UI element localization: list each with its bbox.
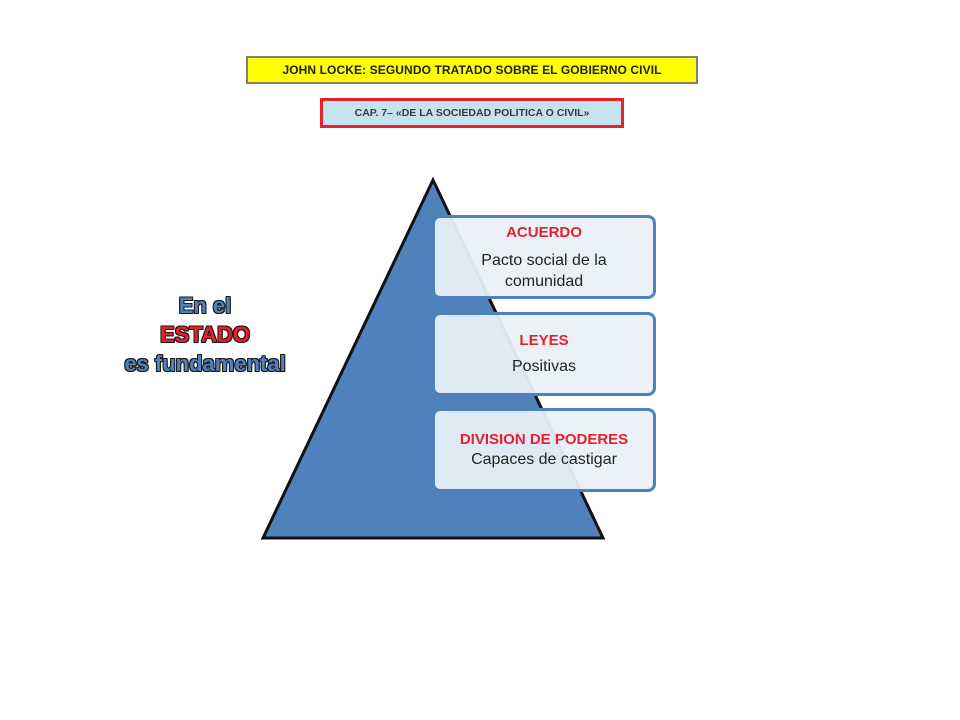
subtitle-text: CAP. 7– «DE LA SOCIEDAD POLITICA O CIVIL… — [354, 107, 590, 119]
pyramid-level-acuerdo: ACUERDO Pacto social de la comunidad — [432, 215, 656, 299]
level-heading: DIVISION DE PODERES — [459, 431, 629, 448]
pyramid-level-leyes: LEYES Positivas — [432, 312, 656, 396]
pyramid-level-division-de-poderes: DIVISION DE PODERES Capaces de castigar — [432, 408, 656, 492]
level-body: Capaces de castigar — [471, 451, 617, 468]
level-heading: ACUERDO — [506, 223, 582, 241]
level-body: Pacto social de la comunidad — [481, 251, 607, 290]
title-text: JOHN LOCKE: SEGUNDO TRATADO SOBRE EL GOB… — [282, 63, 662, 77]
side-label: En el ESTADO es fundamental — [110, 291, 300, 378]
subtitle-banner: CAP. 7– «DE LA SOCIEDAD POLITICA O CIVIL… — [320, 98, 624, 128]
side-label-line-1: En el — [178, 293, 232, 318]
side-label-line-2: ESTADO — [159, 322, 251, 347]
level-heading: LEYES — [519, 332, 569, 349]
title-banner: JOHN LOCKE: SEGUNDO TRATADO SOBRE EL GOB… — [246, 56, 698, 84]
side-label-line-3: es fundamental — [124, 351, 286, 376]
level-body: Positivas — [511, 358, 577, 375]
